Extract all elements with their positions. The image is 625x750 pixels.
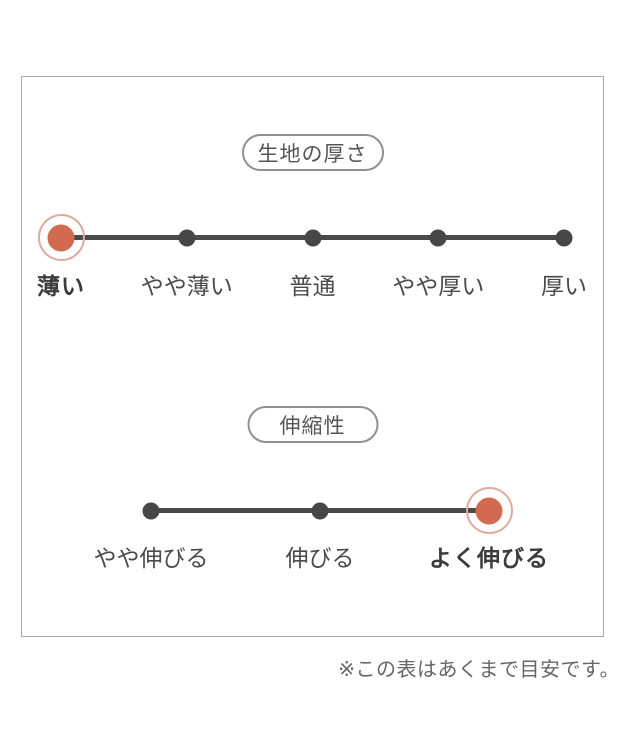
thickness-dot <box>555 229 573 246</box>
disclaimer-note: ※この表はあくまで目安です。 <box>338 659 620 681</box>
thickness-label: 厚い <box>541 273 587 299</box>
selected-dot-ring <box>37 214 85 261</box>
stretch-label: 伸びる <box>285 545 355 571</box>
thickness-label: やや厚い <box>392 273 485 299</box>
thickness-title: 生地の厚さ <box>257 142 368 166</box>
stretch-scale-track <box>142 487 513 534</box>
stretch-title: 伸縮性 <box>279 414 346 438</box>
thickness-label: 普通 <box>289 273 336 299</box>
guide-panel: 生地の厚さ 薄い やや薄い 普通 やや厚い 厚い 伸縮性 <box>21 76 604 637</box>
thickness-title-pill: 生地の厚さ <box>241 134 384 171</box>
stretch-dot-selected <box>465 487 513 534</box>
stretch-dot <box>142 502 160 519</box>
thickness-labels: 薄い やや薄い 普通 やや厚い 厚い <box>37 273 587 299</box>
thickness-dot-selected <box>37 214 85 261</box>
stretch-label-selected: よく伸びる <box>429 545 549 571</box>
selected-dot-ring <box>465 487 513 534</box>
stretch-title-pill: 伸縮性 <box>247 406 378 443</box>
stretch-label: やや伸びる <box>93 545 209 571</box>
thickness-label: やや薄い <box>140 273 233 299</box>
thickness-dot <box>429 229 447 246</box>
thickness-label-selected: 薄い <box>37 273 85 299</box>
thickness-scale-track <box>37 214 573 261</box>
thickness-dot <box>304 229 321 246</box>
thickness-dot <box>178 229 196 246</box>
stretch-dot <box>311 502 329 519</box>
stretch-labels: やや伸びる 伸びる よく伸びる <box>94 545 549 571</box>
